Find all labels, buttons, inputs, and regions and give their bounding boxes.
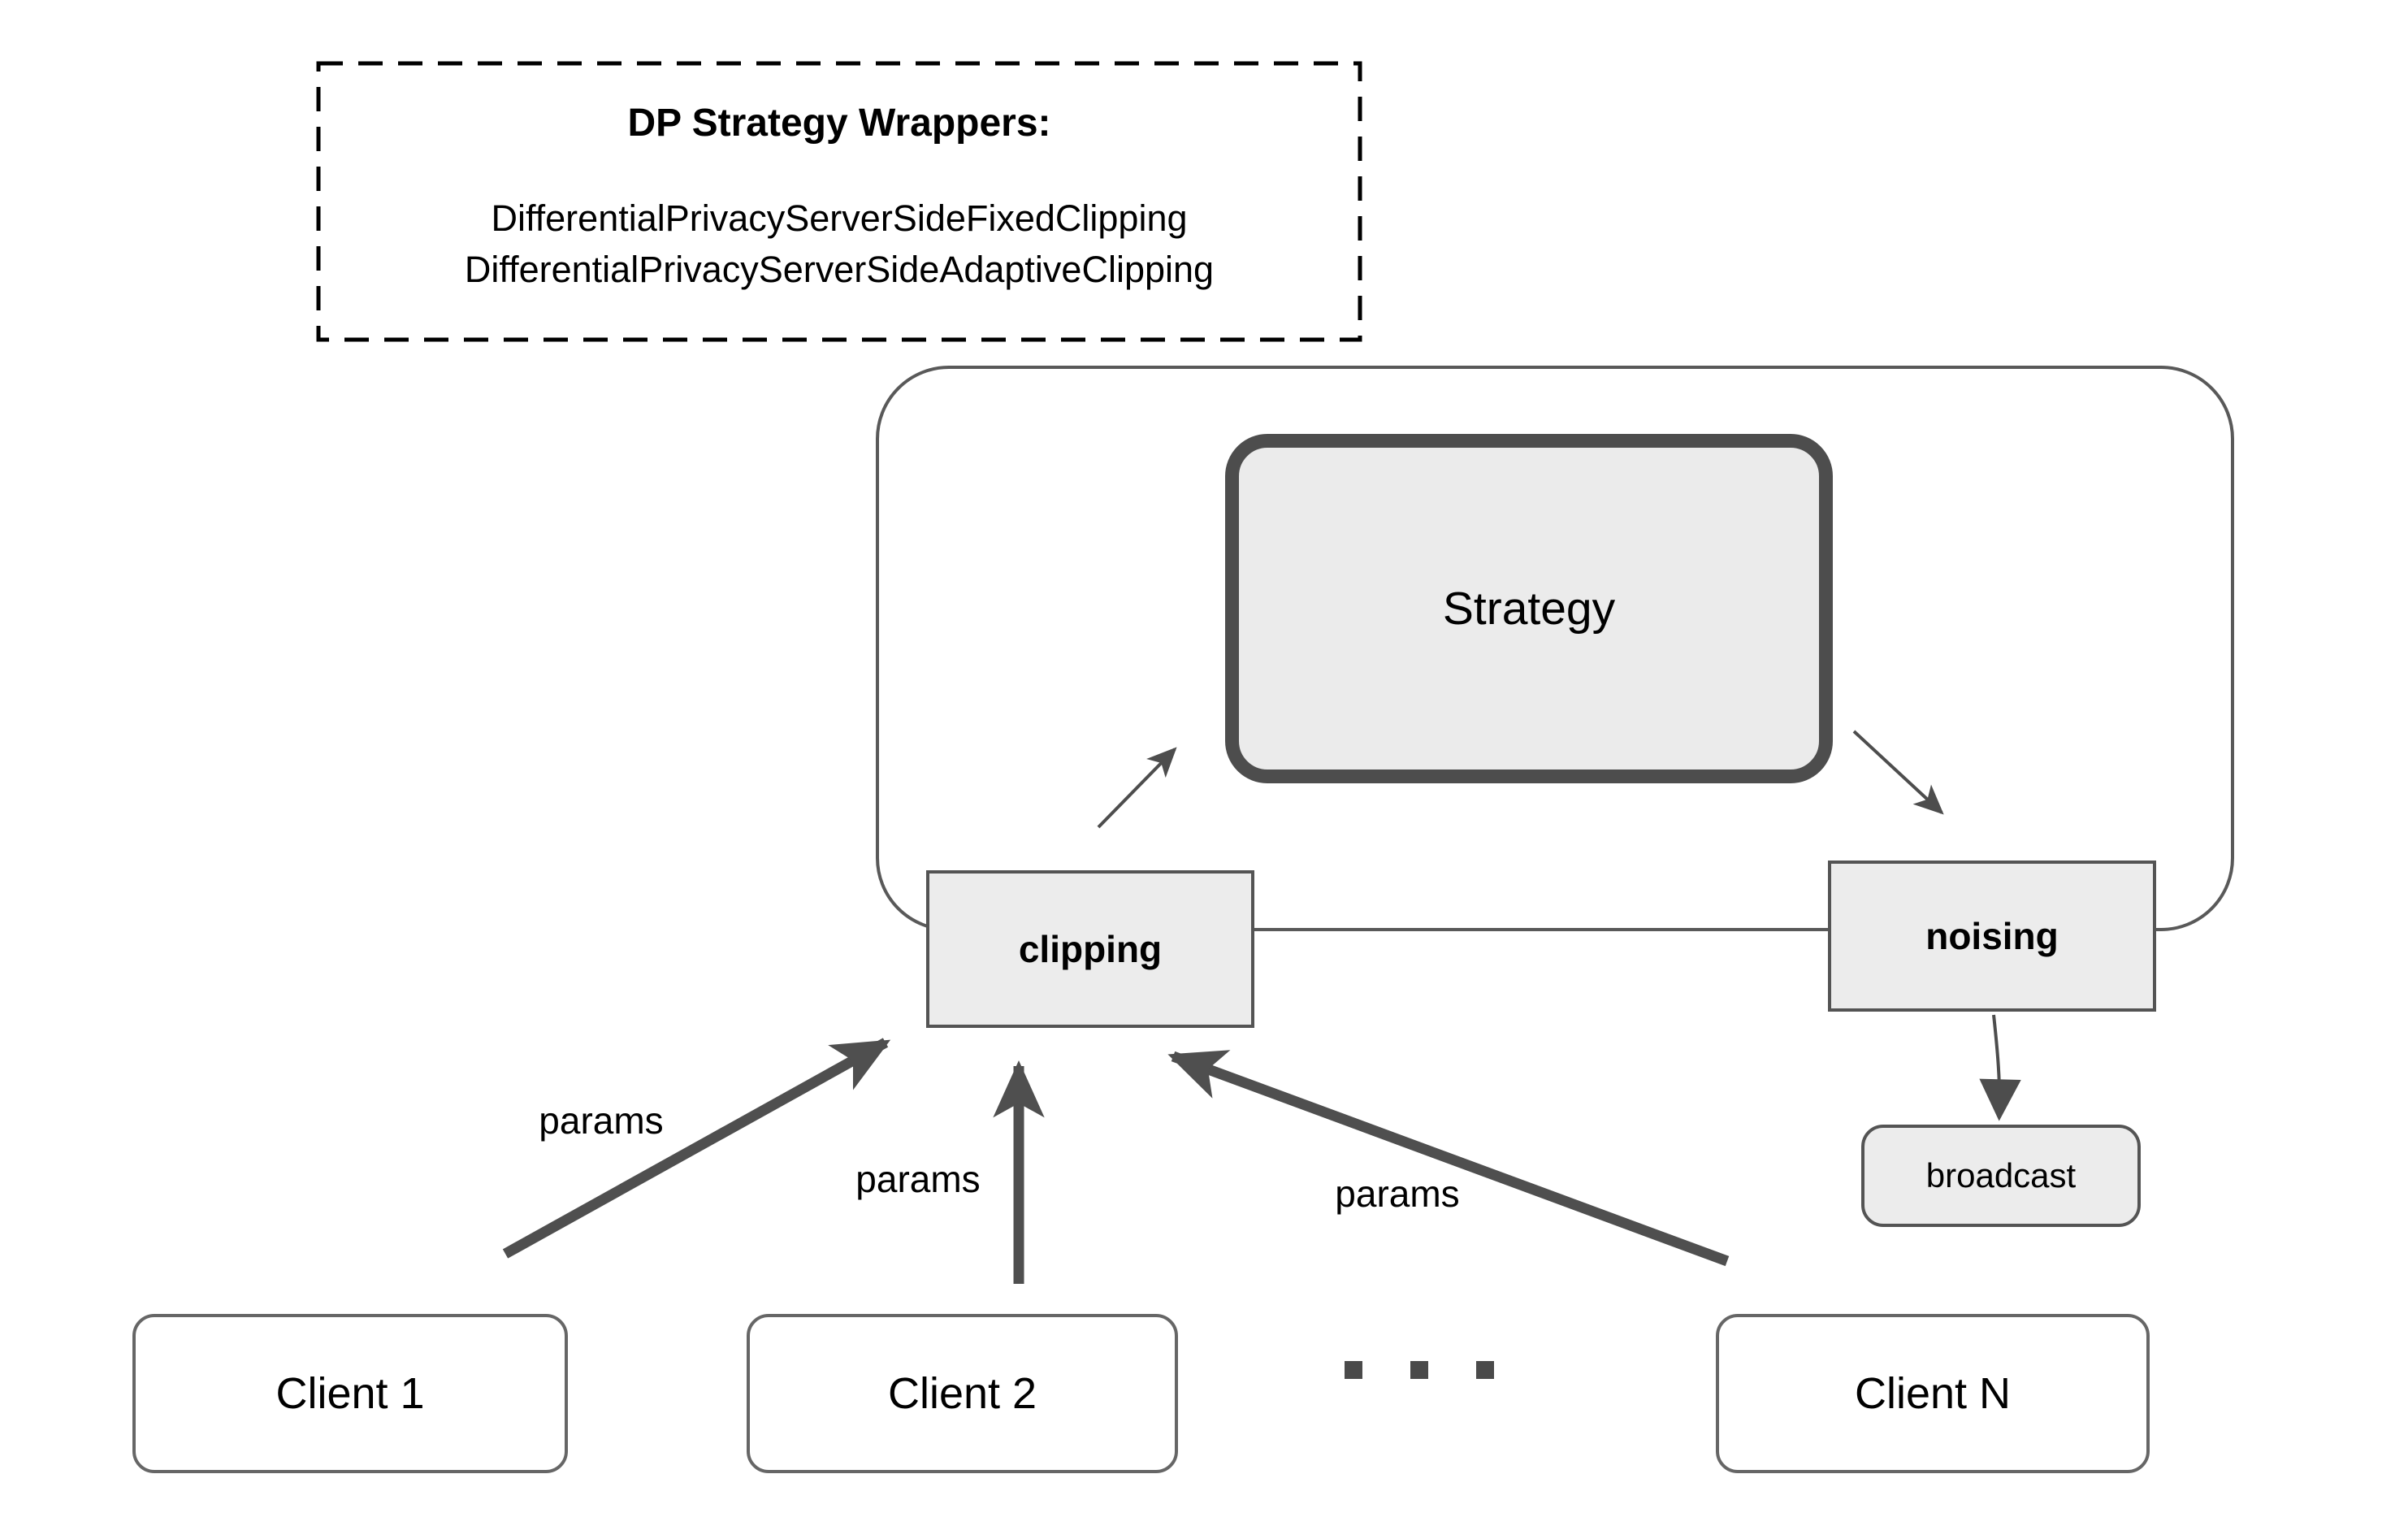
arrow-strategy-to-noising <box>1852 730 1944 815</box>
clipping-box: clipping <box>926 870 1254 1028</box>
broadcast-box: broadcast <box>1861 1125 2141 1227</box>
params-label-clientN: params <box>1335 1173 1460 1215</box>
info-box-class-list: DifferentialPrivacyServerSideFixedClippi… <box>465 193 1214 295</box>
arrow-noising-to-broadcast <box>1979 1014 2021 1121</box>
server-container <box>876 366 2234 931</box>
client-n-box: Client N <box>1716 1314 2150 1473</box>
info-box-title: DP Strategy Wrappers: <box>627 102 1051 145</box>
dp-wrappers-info-box: DP Strategy Wrappers: DifferentialPrivac… <box>318 63 1360 340</box>
arrow-clipping-to-strategy <box>1097 747 1177 829</box>
params-label-client2: params <box>855 1158 981 1200</box>
arrow-clientN-params <box>1167 1050 1730 1267</box>
strategy-box: Strategy <box>1225 434 1833 783</box>
client-2-label: Client 2 <box>887 1369 1037 1418</box>
dp-wrappers-dashed-box <box>316 61 1362 342</box>
noising-box: noising <box>1828 861 2156 1012</box>
noising-label: noising <box>1925 915 2059 957</box>
strategy-label: Strategy <box>1442 583 1616 635</box>
class-name-fixed-clipping: DifferentialPrivacyServerSideFixedClippi… <box>491 197 1188 239</box>
clipping-label: clipping <box>1018 928 1163 970</box>
params-label-client1: params <box>539 1099 664 1142</box>
arrow-client1-params <box>502 1038 891 1259</box>
ellipsis-icon <box>1345 1361 1494 1379</box>
class-name-adaptive-clipping: DifferentialPrivacyServerSideAdaptiveCli… <box>464 249 1215 290</box>
client-1-label: Client 1 <box>275 1369 425 1418</box>
client-n-label: Client N <box>1854 1369 2012 1418</box>
client-1-box: Client 1 <box>132 1314 568 1473</box>
broadcast-label: broadcast <box>1925 1156 2077 1194</box>
client-2-box: Client 2 <box>747 1314 1178 1473</box>
